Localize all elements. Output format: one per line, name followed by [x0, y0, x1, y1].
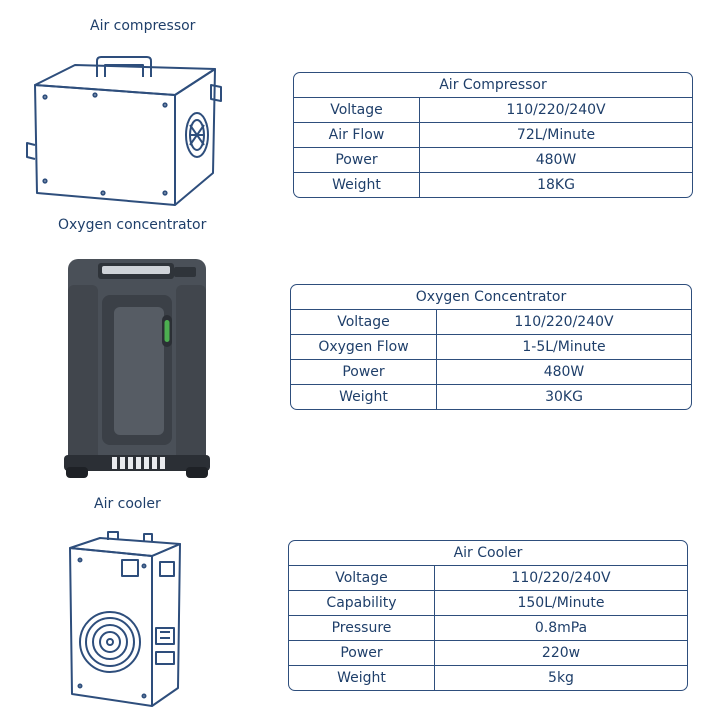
oxygen-concentrator-illustration: [64, 259, 210, 478]
row-value: 110/220/240V: [437, 309, 691, 334]
table-row: Power 480W: [291, 359, 691, 384]
table-row: Power 480W: [294, 147, 692, 172]
table-row: Voltage 110/220/240V: [294, 97, 692, 122]
row-value: 220w: [435, 640, 687, 665]
table-row: Capability 150L/Minute: [289, 590, 687, 615]
row-label: Voltage: [294, 97, 420, 122]
air-cooler-illustration: [69, 531, 181, 707]
row-label: Pressure: [289, 615, 435, 640]
table-row: Air Flow 72L/Minute: [294, 122, 692, 147]
row-label: Voltage: [289, 565, 435, 590]
air-compressor-caption: Air compressor: [90, 18, 196, 34]
row-value: 110/220/240V: [435, 565, 687, 590]
table-row: Weight 30KG: [291, 384, 691, 409]
row-label: Power: [294, 147, 420, 172]
row-value: 5kg: [435, 665, 687, 690]
row-value: 1-5L/Minute: [437, 334, 691, 359]
row-label: Voltage: [291, 309, 437, 334]
row-value: 72L/Minute: [420, 122, 692, 147]
oxygen-concentrator-spec-table: Oxygen Concentrator Voltage 110/220/240V…: [290, 284, 692, 410]
air-cooler-spec-table: Air Cooler Voltage 110/220/240V Capabili…: [288, 540, 688, 691]
row-label: Weight: [294, 172, 420, 197]
row-value: 110/220/240V: [420, 97, 692, 122]
table-row: Oxygen Flow 1-5L/Minute: [291, 334, 691, 359]
air-compressor-spec-table: Air Compressor Voltage 110/220/240V Air …: [293, 72, 693, 198]
table-title: Oxygen Concentrator: [415, 289, 567, 305]
row-value: 18KG: [420, 172, 692, 197]
oxygen-concentrator-caption: Oxygen concentrator: [58, 217, 207, 233]
row-label: Oxygen Flow: [291, 334, 437, 359]
air-cooler-caption: Air cooler: [94, 496, 161, 512]
row-value: 30KG: [437, 384, 691, 409]
row-label: Air Flow: [294, 122, 420, 147]
table-row: Weight 5kg: [289, 665, 687, 690]
table-row: Weight 18KG: [294, 172, 692, 197]
air-compressor-illustration: [26, 56, 222, 206]
row-value: 0.8mPa: [435, 615, 687, 640]
row-label: Power: [289, 640, 435, 665]
row-value: 150L/Minute: [435, 590, 687, 615]
table-row: Pressure 0.8mPa: [289, 615, 687, 640]
table-title: Air Cooler: [453, 545, 523, 561]
row-value: 480W: [420, 147, 692, 172]
row-label: Weight: [289, 665, 435, 690]
row-label: Capability: [289, 590, 435, 615]
table-title: Air Compressor: [439, 77, 547, 93]
row-label: Power: [291, 359, 437, 384]
table-row: Voltage 110/220/240V: [291, 309, 691, 334]
row-label: Weight: [291, 384, 437, 409]
row-value: 480W: [437, 359, 691, 384]
table-row: Voltage 110/220/240V: [289, 565, 687, 590]
table-row: Power 220w: [289, 640, 687, 665]
